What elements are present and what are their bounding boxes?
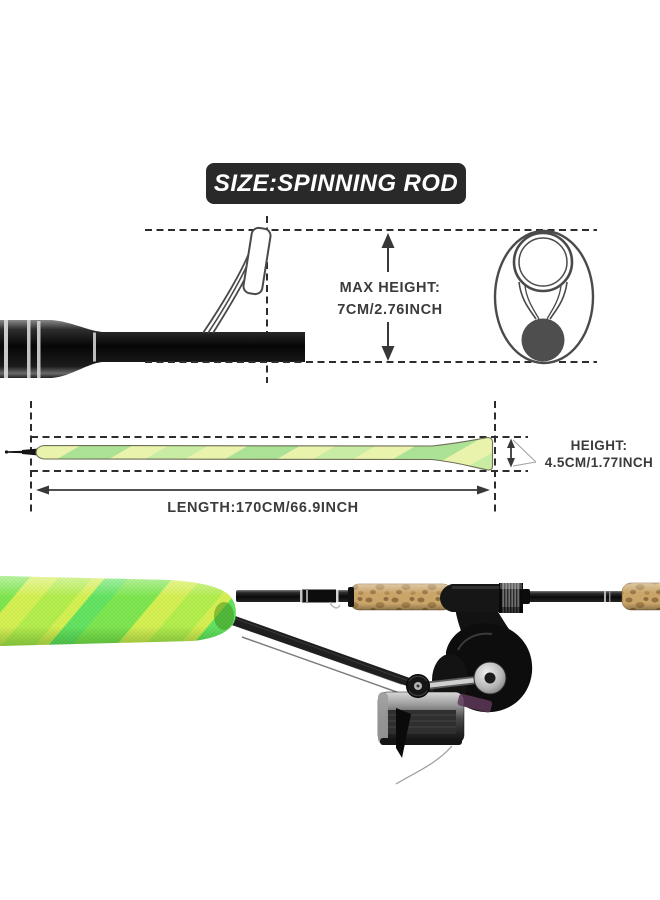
sleeve-height-title: HEIGHT: bbox=[570, 438, 628, 453]
rod-sleeve-photo bbox=[0, 576, 236, 646]
spinning-reel bbox=[377, 623, 533, 785]
sleeve-height-arrow bbox=[507, 438, 537, 468]
rod-blank-left bbox=[236, 589, 362, 609]
anti-reverse-lever bbox=[396, 708, 411, 758]
guide-max-height-diagram bbox=[0, 216, 597, 383]
product-photo bbox=[0, 576, 660, 785]
title-banner: SIZE:SPINNING ROD bbox=[206, 163, 466, 204]
sleeve-height-value: 4.5CM/1.77INCH bbox=[544, 454, 654, 470]
max-height-arrow bbox=[381, 233, 395, 361]
reel-spool bbox=[377, 691, 465, 745]
reel-handle bbox=[406, 674, 477, 698]
length-arrow bbox=[36, 485, 490, 495]
rear-cork-grip bbox=[621, 582, 660, 611]
sleeve-length-label: LENGTH:170CM/66.9INCH bbox=[132, 500, 394, 516]
max-height-label: MAX HEIGHT: 7CM/2.76INCH bbox=[320, 277, 460, 321]
rod-butt-section bbox=[0, 320, 305, 378]
sleeve-length-diagram bbox=[4, 401, 537, 513]
fore-cork-grip bbox=[348, 583, 453, 611]
title-text: SIZE:SPINNING ROD bbox=[213, 169, 459, 197]
fishing-line bbox=[395, 745, 453, 785]
line-guide-side-view bbox=[202, 226, 272, 334]
sleeve-height-label: HEIGHT: 4.5CM/1.77INCH bbox=[534, 438, 660, 471]
max-height-title: MAX HEIGHT: bbox=[339, 280, 441, 296]
line-guide-front-view bbox=[493, 229, 595, 365]
rod-blank-right bbox=[522, 589, 624, 604]
max-height-value: 7CM/2.76INCH bbox=[337, 302, 443, 318]
sleeve-length-value: LENGTH:170CM/66.9INCH bbox=[167, 500, 359, 516]
dashed-extent-lines bbox=[30, 401, 528, 513]
reel-accent bbox=[457, 693, 493, 713]
hook-keeper bbox=[329, 601, 341, 609]
sleeve-outline bbox=[35, 436, 494, 471]
locking-ring bbox=[499, 583, 523, 613]
guide-insert-ring bbox=[521, 318, 565, 362]
